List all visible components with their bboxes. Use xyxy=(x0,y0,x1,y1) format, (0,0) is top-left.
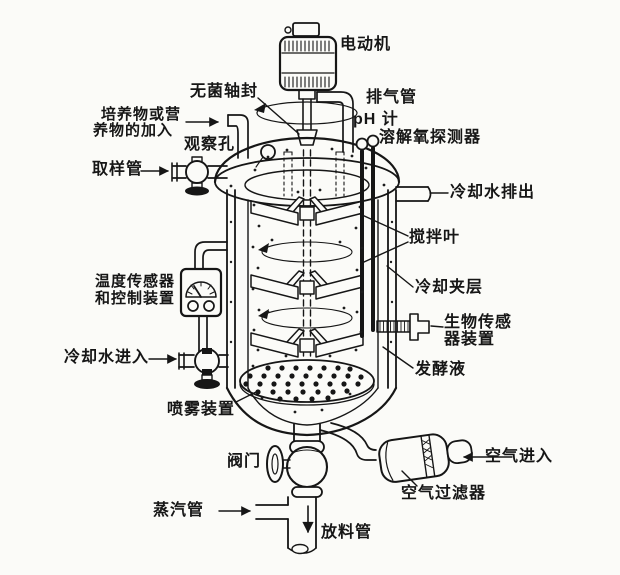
label-cooling-water-outlet: 冷却水排出 xyxy=(450,184,536,201)
label-stirring-blades: 搅拌叶 xyxy=(409,229,461,246)
label-discharge-pipe: 放料管 xyxy=(321,524,373,541)
sampling-valve-drawing xyxy=(171,156,228,196)
vessel-walls xyxy=(226,189,397,389)
impellers xyxy=(250,196,364,358)
label-ph-meter: pH 计 xyxy=(353,111,399,128)
label-biosensor-line2: 器装置 xyxy=(444,331,496,348)
stirrer-shaft xyxy=(302,149,312,359)
discharge-pipe-drawing xyxy=(287,496,317,555)
leader-lines xyxy=(140,97,513,516)
sparger-plate xyxy=(239,359,375,406)
label-spray-device: 喷雾装置 xyxy=(167,401,236,418)
circulation-arrows xyxy=(258,241,353,329)
label-observation-port: 观察孔 xyxy=(184,136,236,153)
air-pipe-drawing xyxy=(319,422,377,461)
label-biosensor-line1: 生物传感 xyxy=(444,314,513,331)
label-exhaust-pipe: 排气管 xyxy=(366,89,418,106)
observation-port-drawing xyxy=(260,144,276,160)
air-filter-drawing xyxy=(378,433,473,483)
cooling-inlet-valve-drawing xyxy=(178,348,229,389)
label-temperature-sensor-line1: 温度传感器 xyxy=(95,273,176,290)
label-steam-pipe: 蒸汽管 xyxy=(153,502,205,519)
sparger-holes xyxy=(243,365,364,402)
label-temperature-sensor-line2: 和控制装置 xyxy=(95,290,176,307)
steam-pipe-drawing xyxy=(255,504,289,520)
label-cooling-jacket: 冷却夹层 xyxy=(415,279,484,296)
label-sterile-shaft-seal: 无菌轴封 xyxy=(190,83,259,100)
biosensor-drawing xyxy=(376,313,430,341)
valve-handwheel xyxy=(266,445,284,483)
probe-tubes xyxy=(355,134,380,338)
exhaust-pipe-drawing xyxy=(316,91,354,153)
rotation-arrow xyxy=(254,101,358,125)
label-air-filter: 空气过滤器 xyxy=(401,485,487,502)
label-motor: 电动机 xyxy=(340,36,392,53)
temperature-sensor-drawing xyxy=(179,241,228,353)
label-sampling-tube: 取样管 xyxy=(92,161,144,178)
label-fermentation-broth: 发酵液 xyxy=(415,361,467,378)
label-cooling-water-inlet: 冷却水进入 xyxy=(64,349,150,366)
motor-drawing xyxy=(278,22,338,133)
label-dissolved-oxygen-probe: 溶解氧探测器 xyxy=(379,129,482,146)
cooling-outlet-stub xyxy=(395,186,432,202)
label-nutrient-inlet-line2: 养物的加入 xyxy=(93,122,174,139)
label-air-inlet: 空气进入 xyxy=(485,448,554,465)
label-valve: 阀门 xyxy=(227,453,262,470)
bottom-valve-drawing xyxy=(266,423,329,498)
vessel-bottom xyxy=(225,386,398,437)
stipple-texture xyxy=(229,147,394,414)
label-nutrient-inlet-line1: 培养物或营 xyxy=(101,106,182,123)
nutrient-inlet-pipe xyxy=(227,114,249,159)
vessel-dome xyxy=(213,136,401,207)
